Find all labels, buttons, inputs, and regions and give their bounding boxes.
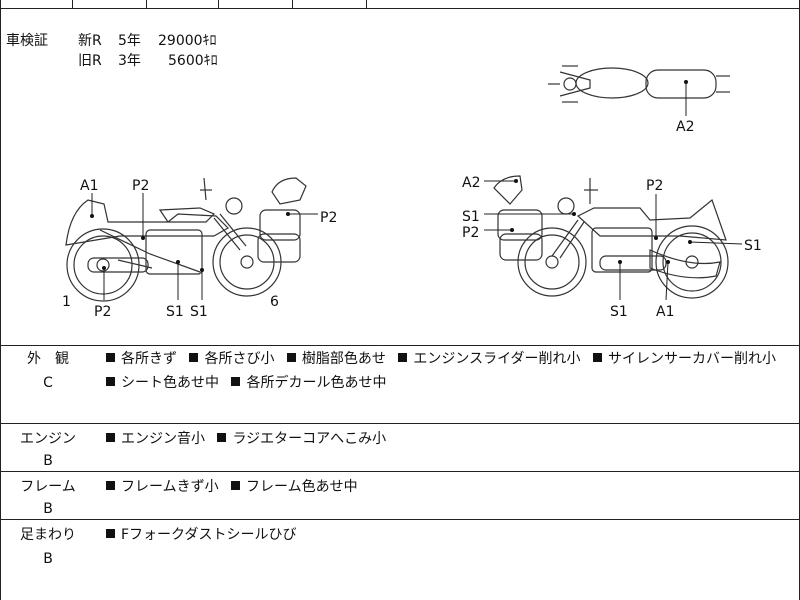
damage-diagram: A2 A1 P2 P2 1 P2 S1 S1 6 A2 S1 P2 P2 S1 … [62, 65, 762, 320]
list-item: ラジエターコアへこみ小 [217, 431, 394, 447]
right-bike-label-a1-bottom: A1 [656, 304, 674, 320]
list-item: 各所デカール色あせ中 [231, 375, 394, 391]
list-item: 樹脂部色あせ [286, 351, 394, 367]
category-label: エンジン [20, 431, 76, 447]
condition-row-frame: フレーム B フレームきず小 フレーム色あせ中 [0, 471, 800, 520]
condition-items: Fフォークダストシールひび [106, 524, 305, 546]
left-bike-label-p2-top: P2 [132, 178, 149, 194]
grade-label: B [43, 453, 53, 469]
top-view-bike [548, 65, 730, 103]
left-bike-label-1: 1 [62, 294, 71, 310]
inspection-price-old: 5600ｷﾛ [168, 53, 218, 69]
grade-label: C [43, 375, 53, 391]
top-bike-label-a2: A2 [676, 119, 694, 135]
left-bike-label-6: 6 [270, 294, 279, 310]
left-bike-label-a1: A1 [80, 178, 98, 194]
right-bike-label-a2: A2 [462, 175, 480, 191]
list-item: エンジン音小 [106, 431, 213, 447]
list-item: サイレンサーカバー削れ小 [592, 351, 784, 367]
list-item: エンジンスライダー削れ小 [398, 351, 588, 367]
inspection-years-new: 5年 [118, 33, 141, 49]
inspection-label: 車検証 [6, 33, 48, 49]
list-item: 各所さび小 [189, 351, 282, 367]
grade-label: B [43, 551, 53, 567]
condition-items: フレームきず小 フレーム色あせ中 [106, 476, 366, 498]
inspection-type-new: 新R [78, 33, 102, 49]
right-bike-label-s1-top: S1 [462, 209, 480, 225]
condition-items: エンジン音小 ラジエターコアへこみ小 [106, 428, 394, 450]
right-bike-label-p2-mid: P2 [462, 225, 479, 241]
left-bike-label-p2-box: P2 [320, 210, 337, 226]
list-item: シート色あせ中 [106, 375, 227, 391]
category-label: フレーム [20, 479, 76, 495]
inspection-price-new: 29000ｷﾛ [158, 33, 217, 49]
condition-items: 各所きず 各所さび小 樹脂部色あせ エンジンスライダー削れ小 サイレンサーカバー… [106, 348, 784, 370]
category-label: 外 観 [27, 351, 69, 367]
list-item: フレームきず小 [106, 479, 227, 495]
list-item: 各所きず [106, 351, 185, 367]
right-bike-label-s1-right: S1 [744, 238, 762, 254]
inspection-type-old: 旧R [78, 53, 102, 69]
right-bike-label-s1-bottom: S1 [610, 304, 628, 320]
list-item: Fフォークダストシールひび [106, 527, 305, 543]
left-bike-label-s1-b: S1 [190, 304, 208, 320]
left-bike-label-p2-bottom: P2 [94, 304, 111, 320]
condition-row-suspension: 足まわり B Fフォークダストシールひび [0, 519, 800, 600]
left-bike-label-s1-a: S1 [166, 304, 184, 320]
category-label: 足まわり [20, 527, 76, 543]
top-table-strip [0, 0, 800, 9]
condition-items: シート色あせ中 各所デカール色あせ中 [106, 372, 394, 394]
right-side-bike [493, 175, 729, 299]
list-item: フレーム色あせ中 [231, 479, 366, 495]
condition-row-engine: エンジン B エンジン音小 ラジエターコアへこみ小 [0, 423, 800, 472]
right-bike-label-p2-top: P2 [646, 178, 663, 194]
condition-row-exterior: 外 観 C 各所きず 各所さび小 樹脂部色あせ エンジンスライダー削れ小 サイレ… [0, 345, 800, 424]
left-side-bike [65, 177, 307, 302]
inspection-years-old: 3年 [118, 53, 141, 69]
grade-label: B [43, 501, 53, 517]
